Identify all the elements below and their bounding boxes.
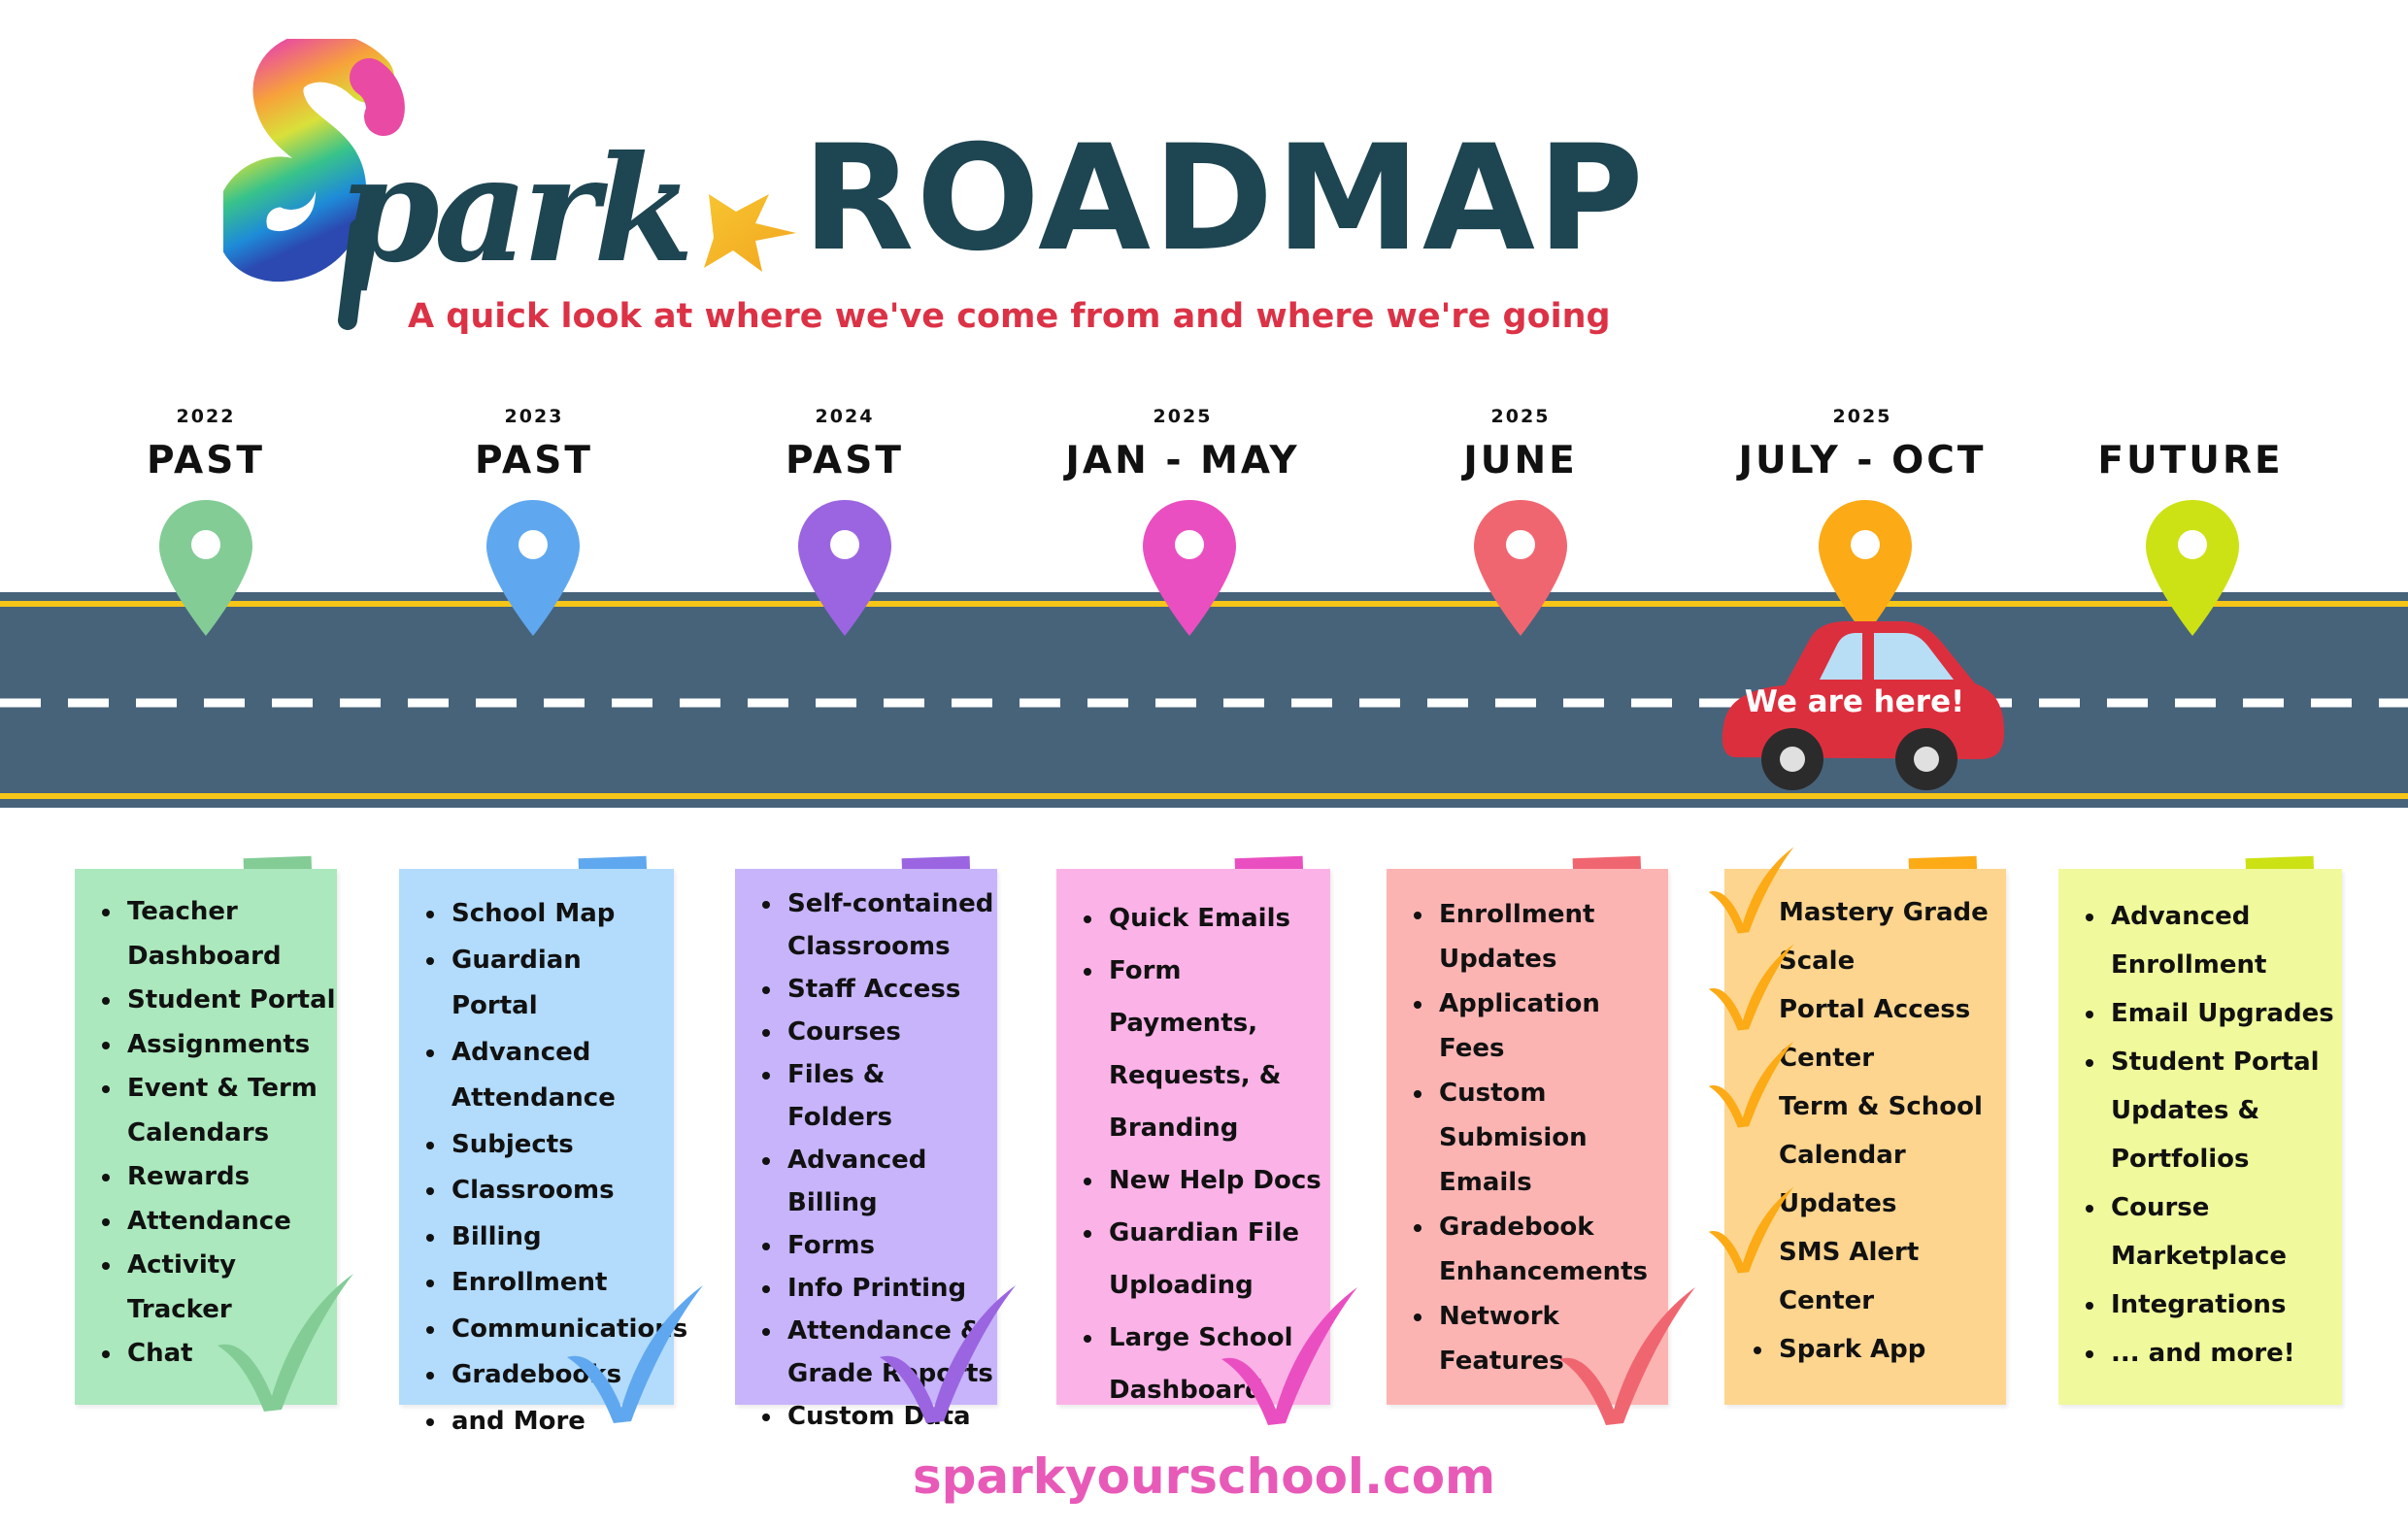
list-item: Chat: [123, 1332, 337, 1377]
list-item: Enrollment: [448, 1260, 674, 1307]
svg-text:park: park: [338, 124, 688, 295]
milestone-year: 2025: [1832, 406, 1892, 427]
checkmark-icon: [1708, 944, 1794, 1031]
list-item: Rewards: [123, 1155, 337, 1200]
list-item: Subjects: [448, 1122, 674, 1169]
milestone-label: JULY - OCT: [1738, 439, 1987, 482]
list-item: Communications: [448, 1307, 687, 1353]
list-item: Large School Dashboard: [1105, 1312, 1330, 1416]
list-item: School Map: [448, 891, 674, 938]
list-item: Classrooms: [448, 1168, 674, 1214]
list-item: Student Portal Updates & Portfolios: [2107, 1038, 2342, 1183]
list-item: Staff Access: [784, 968, 997, 1011]
list-item: Integrations: [2107, 1281, 2342, 1329]
list-item: Mastery Grade Scale: [1779, 898, 1989, 976]
checkmark-icon: [880, 1285, 1016, 1423]
list-item: Attendance: [123, 1200, 337, 1245]
milestone-header: 2025 JAN - MAY: [988, 406, 1377, 482]
map-pin-icon: [1819, 500, 1912, 636]
list-item: Portal Access Center: [1779, 995, 1971, 1073]
car-icon: [1722, 621, 2004, 790]
milestone-year: [1996, 406, 2385, 431]
checkmark-icon: [217, 1274, 353, 1412]
list-item: Course Marketplace: [2107, 1183, 2342, 1281]
current-position-label: We are here!: [1744, 684, 1965, 719]
list-item: Self-contained Classrooms: [784, 882, 997, 968]
milestone-year: 2024: [815, 406, 875, 427]
checkmark-icon: [1708, 847, 1794, 934]
map-pin-icon: [1474, 500, 1567, 636]
list-item: Form Payments, Requests, & Branding: [1105, 945, 1330, 1154]
milestone-header: 2023 PAST: [340, 406, 728, 482]
list-item: Network Features: [1435, 1294, 1668, 1383]
milestone-label: JAN - MAY: [1065, 439, 1300, 482]
spark-logo: park: [223, 39, 796, 330]
milestone-header: 2024 PAST: [651, 406, 1039, 482]
list-item: Forms: [784, 1224, 997, 1267]
milestone-note: Enrollment Updates Application Fees Cust…: [1387, 869, 1668, 1405]
milestone-label: PAST: [147, 439, 265, 482]
map-pin-icon: [486, 500, 580, 636]
list-item: Billing: [448, 1214, 674, 1261]
list-item: Gradebook Enhancements: [1435, 1205, 1668, 1294]
milestone-header: 2025 JULY - OCT: [1668, 406, 2057, 482]
milestone-year: 2022: [176, 406, 236, 427]
milestone-label: PAST: [786, 439, 904, 482]
checkmark-icon: [567, 1285, 703, 1423]
milestone-year: 2023: [504, 406, 564, 427]
road: [0, 592, 2408, 808]
milestone-note: Advanced Enrollment Email Upgrades Stude…: [2058, 869, 2342, 1405]
milestone-header: 2025 JUNE: [1326, 406, 1715, 482]
list-item: Email Upgrades: [2107, 989, 2342, 1038]
list-item: Teacher Dashboard: [123, 890, 337, 979]
list-item: Application Fees: [1435, 981, 1668, 1071]
page-title: ROADMAP: [802, 115, 1646, 283]
milestone-label: PAST: [475, 439, 593, 482]
map-pin-icon: [159, 500, 252, 636]
list-item: Event & Term Calendars: [123, 1067, 337, 1155]
list-item: Advanced Enrollment: [2107, 892, 2342, 989]
milestone-label: JUNE: [1463, 439, 1578, 482]
list-item: and More: [448, 1399, 674, 1446]
checkmark-icon: [1221, 1287, 1357, 1425]
list-item: New Help Docs: [1105, 1154, 1330, 1207]
list-item: Advanced Attendance: [448, 1030, 674, 1122]
milestone-note: Teacher Dashboard Student Portal Assignm…: [75, 869, 337, 1405]
list-item: Advanced Billing: [784, 1139, 997, 1224]
list-item: Guardian File Uploading: [1105, 1207, 1330, 1312]
list-item: Student Portal: [123, 979, 337, 1023]
map-pin-icon: [1143, 500, 1236, 636]
checkmark-icon: [1559, 1287, 1695, 1425]
map-pin-icon: [2146, 500, 2239, 636]
milestone-label: FUTURE: [2097, 439, 2284, 482]
list-item: Enrollment Updates: [1435, 892, 1668, 981]
list-item: Courses: [784, 1011, 997, 1053]
milestone-header: 2022 PAST: [12, 406, 400, 482]
milestone-header: FUTURE: [1996, 406, 2385, 482]
page-subtitle: A quick look at where we've come from an…: [408, 297, 1611, 336]
list-item: Custom Submision Emails: [1435, 1071, 1668, 1205]
list-item: Term & School Calendar Updates: [1779, 1092, 1983, 1218]
list-item: Info Printing: [784, 1267, 997, 1310]
list-item: Guardian Portal: [448, 938, 674, 1030]
list-item: Assignments: [123, 1023, 337, 1068]
list-item: Spark App: [1775, 1325, 2006, 1374]
checkmark-icon: [1708, 1186, 1794, 1274]
milestone-note: Mastery Grade Scale Portal Access Center…: [1724, 869, 2006, 1405]
milestone-year: 2025: [1153, 406, 1213, 427]
website-link[interactable]: sparkyourschool.com: [912, 1448, 1496, 1505]
milestone-year: 2025: [1490, 406, 1551, 427]
list-item: Activity Tracker: [123, 1244, 337, 1332]
list-item: SMS Alert Center: [1779, 1238, 1920, 1315]
list-item: Files & Folders: [784, 1053, 997, 1139]
checkmark-icon: [1708, 1041, 1794, 1128]
list-item: ... and more!: [2107, 1329, 2342, 1378]
milestone-note: Quick Emails Form Payments, Requests, & …: [1056, 869, 1330, 1405]
list-item: Quick Emails: [1105, 892, 1330, 945]
map-pin-icon: [798, 500, 891, 636]
